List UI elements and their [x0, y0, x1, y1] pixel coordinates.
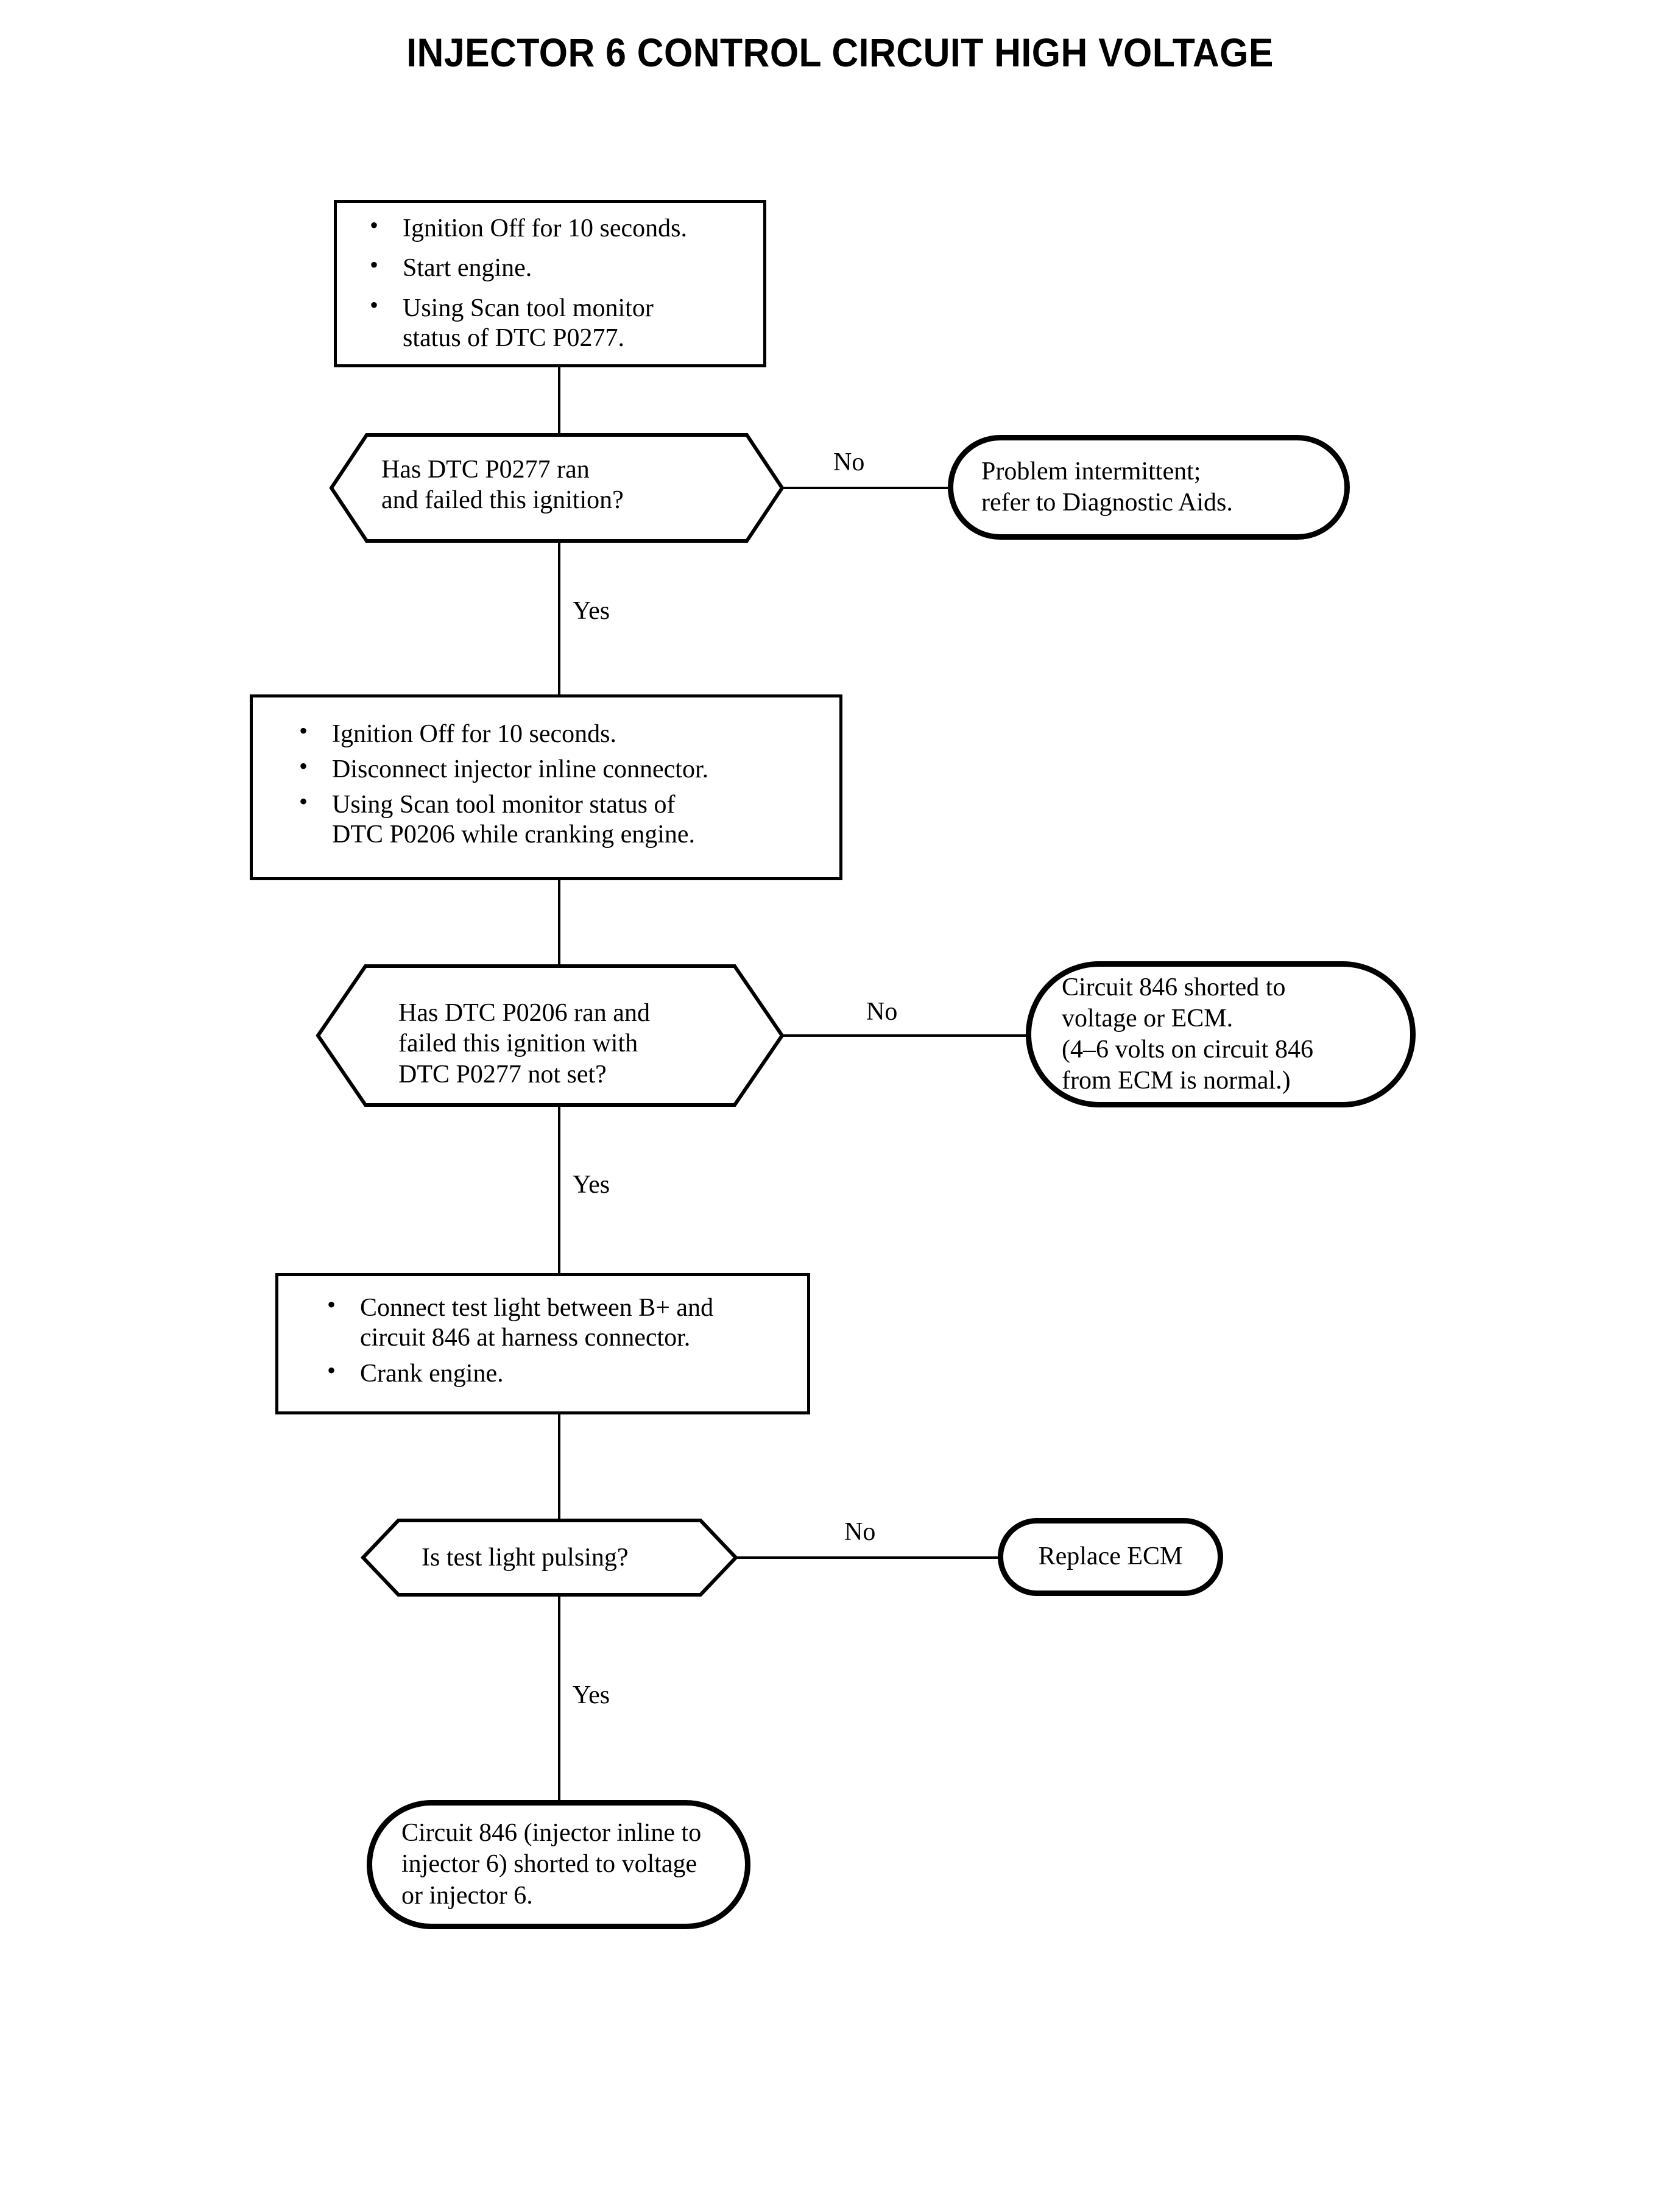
bullet-item: Ignition Off for 10 seconds.: [294, 717, 826, 749]
bullet-item: Using Scan tool monitor status of DTC P0…: [365, 291, 750, 353]
terminal-replace-ecm-text: Replace ECM: [1038, 1542, 1183, 1571]
bullet-item: Using Scan tool monitor status of DTC P0…: [294, 788, 826, 850]
bullet-item: Crank engine.: [322, 1357, 794, 1389]
connector-step3-to-decision3: [558, 1414, 560, 1522]
terminal-circuit-846-injector-inline: Circuit 846 (injector inline to injector…: [367, 1800, 750, 1929]
connector-step1-to-decision1: [558, 367, 560, 436]
connector-decision3-no: [736, 1556, 999, 1559]
terminal-circuit-846-injector-inline-text: Circuit 846 (injector inline to injector…: [401, 1819, 702, 1910]
decision-2-label: Has DTC P0206 ran and failed this igniti…: [398, 999, 650, 1089]
connector-decision2-yes: [558, 1106, 560, 1273]
decision-3: Is test light pulsing?: [360, 1518, 739, 1597]
edge-label-yes-3: Yes: [573, 1681, 610, 1709]
bullet-item: Ignition Off for 10 seconds.: [365, 211, 750, 244]
decision-1: Has DTC P0277 ran and failed this igniti…: [329, 432, 785, 543]
page-title: INJECTOR 6 CONTROL CIRCUIT HIGH VOLTAGE: [406, 30, 1274, 75]
decision-3-label: Is test light pulsing?: [422, 1544, 629, 1572]
terminal-circuit-846-shorted: Circuit 846 shorted to voltage or ECM. (…: [1026, 961, 1416, 1107]
terminal-circuit-846-shorted-text: Circuit 846 shorted to voltage or ECM. (…: [1062, 973, 1313, 1095]
terminal-problem-intermittent: Problem intermittent; refer to Diagnosti…: [948, 435, 1350, 540]
edge-label-no-1: No: [833, 448, 865, 476]
process-step-3-bullets: Connect test light between B+ and circui…: [322, 1291, 794, 1394]
bullet-item: Start engine.: [365, 251, 750, 283]
edge-label-no-3: No: [844, 1518, 876, 1546]
connector-step2-to-decision2: [558, 880, 560, 967]
decision-1-label: Has DTC P0277 ran and failed this igniti…: [381, 456, 624, 515]
bullet-item: Connect test light between B+ and circui…: [322, 1291, 794, 1353]
process-step-2: Ignition Off for 10 seconds. Disconnect …: [250, 694, 842, 880]
connector-decision2-no: [782, 1034, 1026, 1037]
decision-2: Has DTC P0206 ran and failed this igniti…: [316, 964, 785, 1107]
process-step-1: Ignition Off for 10 seconds. Start engin…: [334, 200, 766, 367]
connector-decision1-yes: [558, 542, 560, 694]
bullet-item: Disconnect injector inline connector.: [294, 752, 826, 785]
connector-decision3-yes: [558, 1596, 560, 1803]
edge-label-yes-1: Yes: [573, 597, 610, 625]
edge-label-no-2: No: [866, 998, 898, 1026]
connector-decision1-no: [782, 487, 948, 489]
terminal-problem-intermittent-text: Problem intermittent; refer to Diagnosti…: [981, 457, 1233, 517]
process-step-1-bullets: Ignition Off for 10 seconds. Start engin…: [365, 211, 750, 353]
process-step-3: Connect test light between B+ and circui…: [275, 1273, 810, 1414]
edge-label-yes-2: Yes: [573, 1171, 610, 1199]
terminal-replace-ecm: Replace ECM: [998, 1518, 1223, 1596]
process-step-2-bullets: Ignition Off for 10 seconds. Disconnect …: [294, 717, 826, 856]
